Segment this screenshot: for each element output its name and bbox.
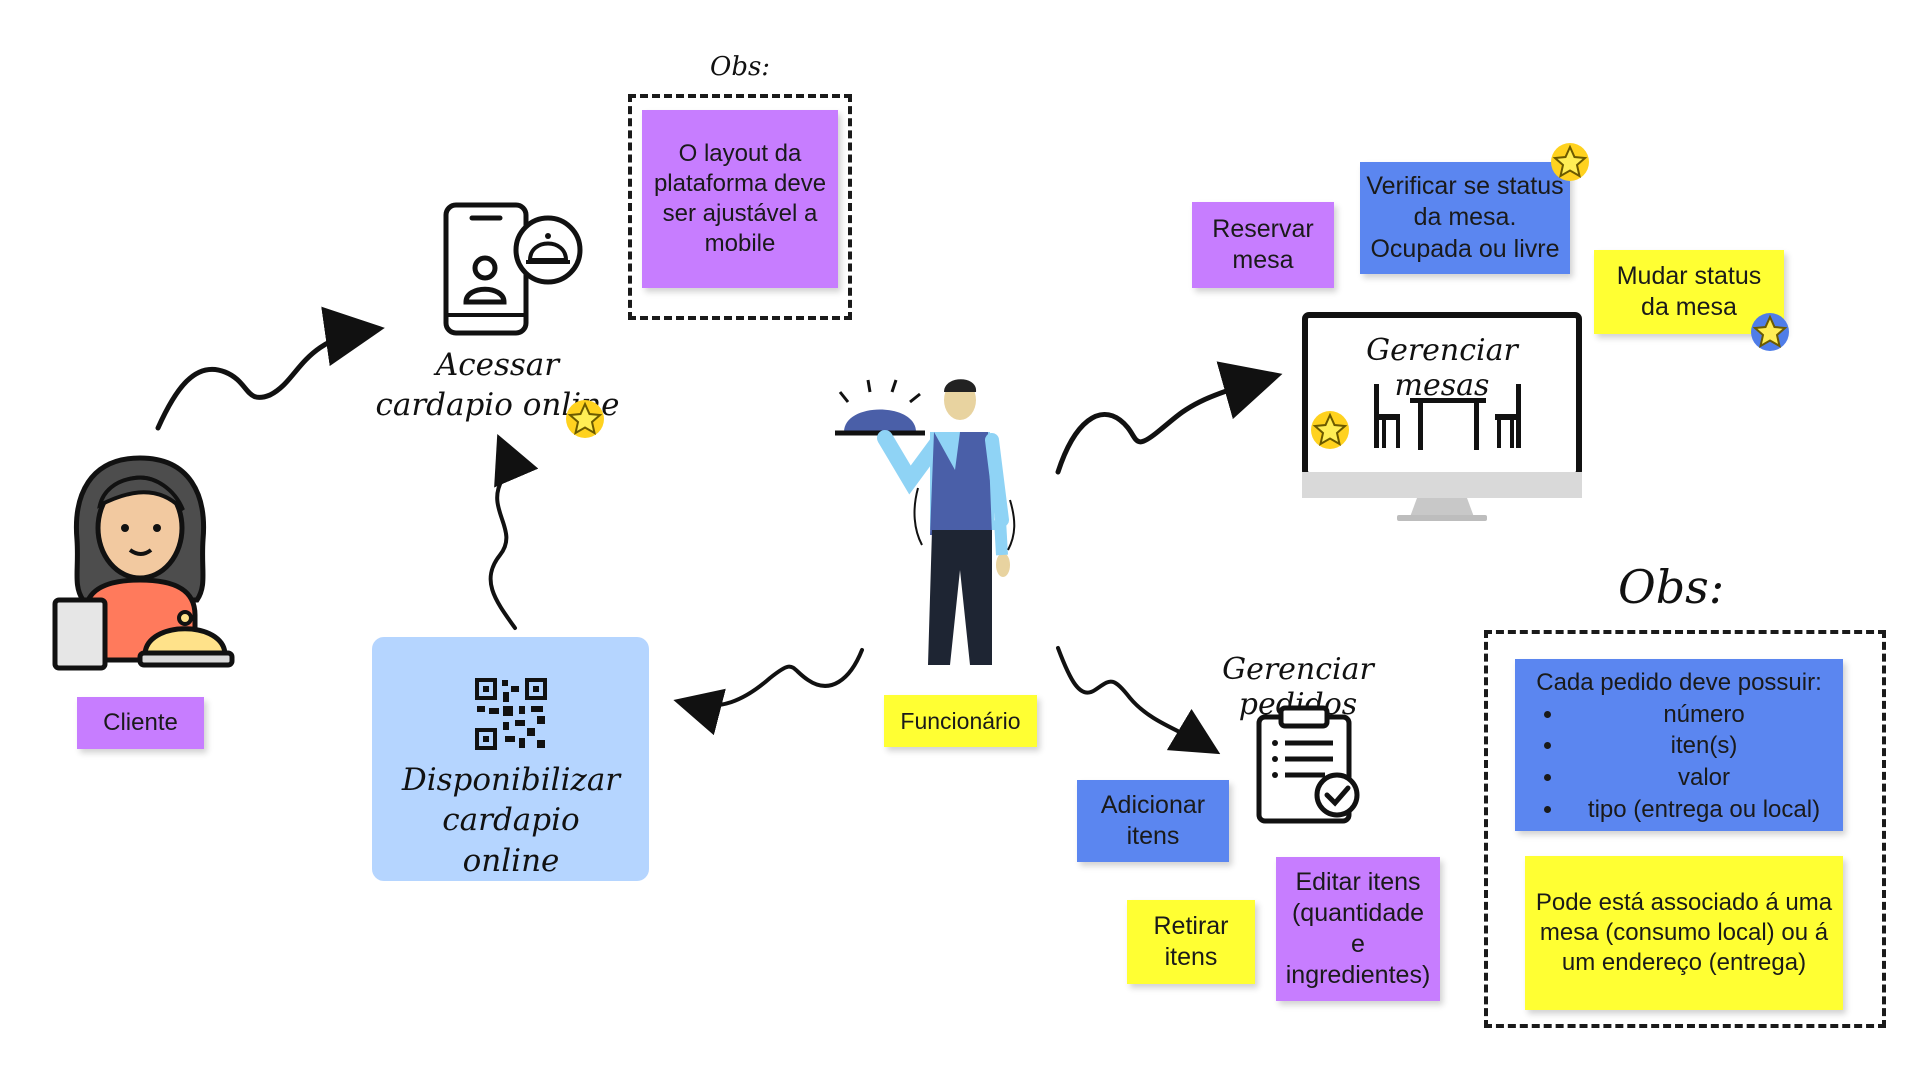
- customer-icon: [45, 450, 235, 671]
- client-label: Cliente: [77, 697, 204, 749]
- order-association-note: Pode está associado á uma mesa (consumo …: [1525, 856, 1843, 1010]
- phone-app-icon: [440, 200, 585, 340]
- obs-bottom-frame: [1484, 630, 1886, 1028]
- monitor-icon: [1302, 312, 1582, 524]
- change-table-status-note: Mudar status da mesa: [1594, 250, 1784, 334]
- waiter-icon: [830, 370, 1040, 670]
- employee-label: Funcionário: [884, 695, 1037, 747]
- arrow-qr-to-access: [488, 433, 539, 630]
- qr-menu-card: [372, 637, 649, 881]
- arrow-employee-to-orders: [1056, 646, 1221, 755]
- order-fields-note: Cada pedido deve possuir: número iten(s)…: [1515, 659, 1843, 831]
- qr-menu-label: Disponibilizar cardapio online: [401, 762, 621, 879]
- star-icon: [1308, 408, 1352, 452]
- order-fields-list: número iten(s) valor tipo (entrega ou lo…: [1515, 699, 1843, 826]
- order-field-item: tipo (entrega ou local): [1565, 794, 1843, 826]
- order-fields-heading: Cada pedido deve possuir:: [1536, 669, 1822, 696]
- arrow-client-to-access: [155, 306, 385, 431]
- qr-code-icon: [475, 678, 547, 750]
- order-field-item: iten(s): [1565, 730, 1843, 762]
- order-field-item: valor: [1565, 762, 1843, 794]
- obs-bottom-title: Obs:: [1618, 560, 1725, 614]
- star-icon: [563, 397, 607, 441]
- remove-items-note: Retirar itens: [1127, 900, 1255, 984]
- add-items-note: Adicionar itens: [1077, 780, 1229, 862]
- obs-top-note: O layout da plataforma deve ser ajustáve…: [642, 110, 838, 288]
- clipboard-icon: [1255, 705, 1365, 825]
- star-icon: [1548, 140, 1592, 184]
- order-field-item: número: [1565, 699, 1843, 731]
- reserve-table-note: Reservar mesa: [1192, 202, 1334, 288]
- arrow-employee-to-tables: [1055, 361, 1283, 475]
- manage-tables-label: Gerenciar mesas: [1366, 333, 1518, 403]
- obs-top-title: Obs:: [710, 52, 771, 82]
- verify-table-status-note: Verificar se status da mesa. Ocupada ou …: [1360, 162, 1570, 274]
- star-icon: [1748, 310, 1792, 354]
- arrow-employee-to-qr: [673, 648, 864, 736]
- edit-items-note: Editar itens (quantidade e ingredientes): [1276, 857, 1440, 1001]
- obs-top-frame: [628, 94, 852, 320]
